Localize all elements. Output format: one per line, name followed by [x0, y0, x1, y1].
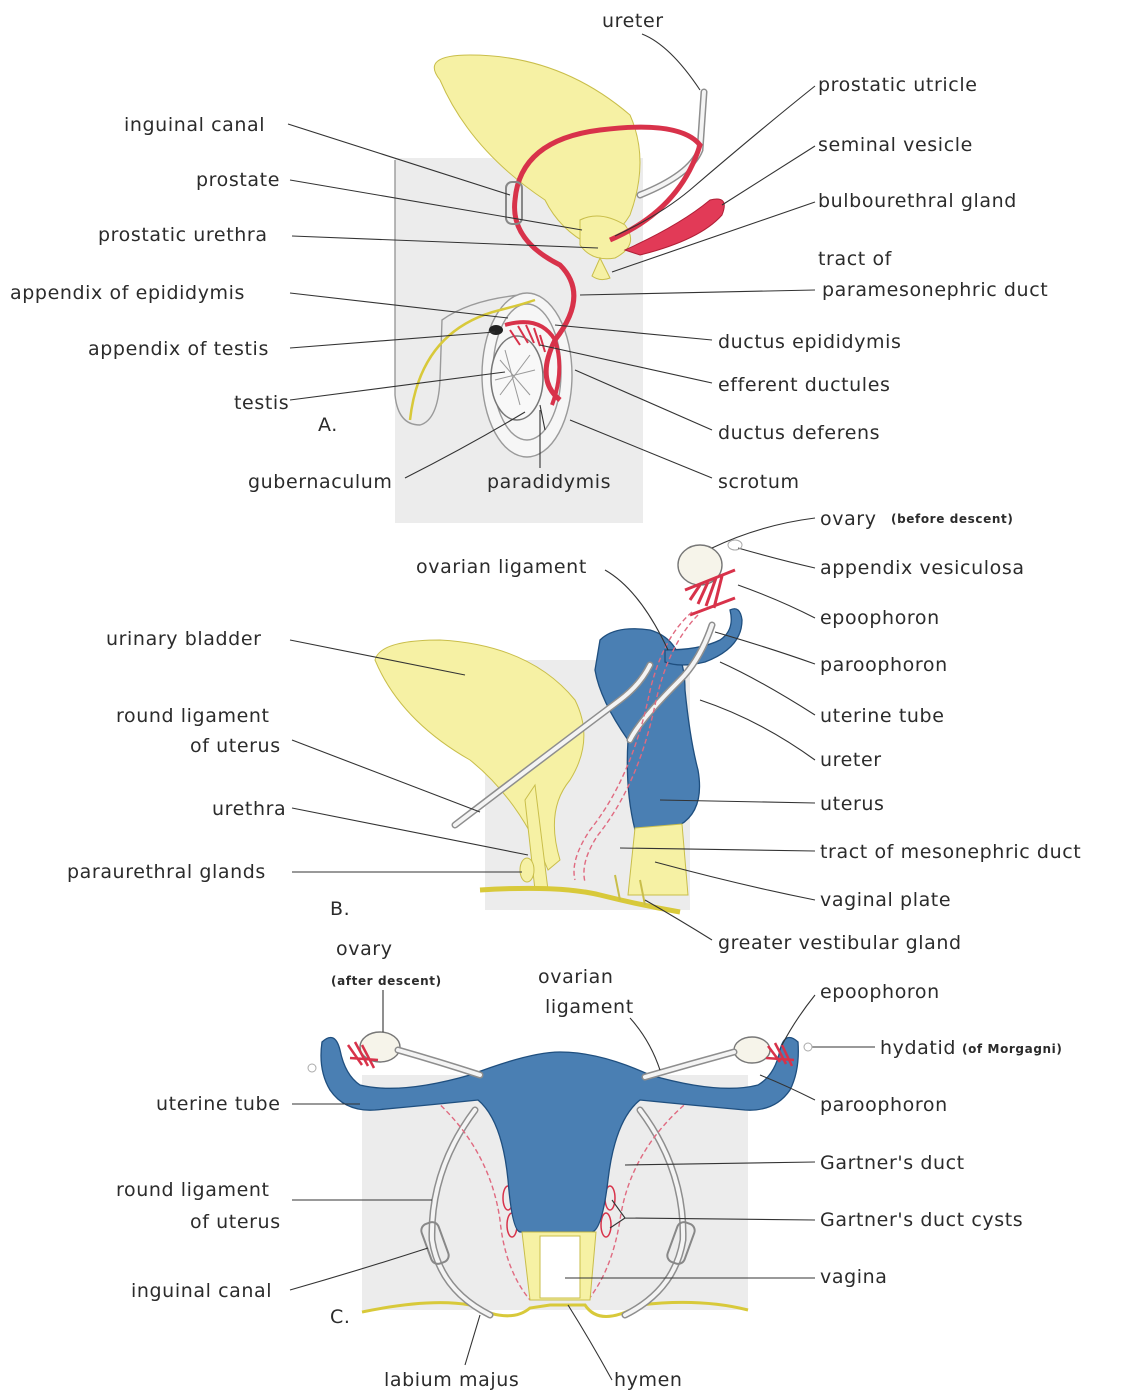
label-greater-vestibular-gland: greater vestibular gland: [718, 932, 962, 954]
label-urethra: urethra: [212, 798, 286, 820]
hydatid-left-shape: [308, 1064, 316, 1072]
label-inguinal-canal-c: inguinal canal: [131, 1280, 272, 1302]
label-paroophoron-c: paroophoron: [820, 1094, 948, 1116]
label-epoophoron-c: epoophoron: [820, 981, 940, 1003]
label-ductus-epididymis: ductus epididymis: [718, 331, 902, 353]
label-round-ligament-b-1: round ligament: [116, 705, 270, 727]
label-testis: testis: [234, 392, 289, 414]
label-urinary-bladder: urinary bladder: [106, 628, 262, 650]
label-appendix-epididymis: appendix of epididymis: [10, 282, 245, 304]
testis-shape: [491, 336, 543, 420]
ovary-c-left: [360, 1032, 400, 1062]
label-scrotum: scrotum: [718, 471, 800, 493]
ovary-c-right: [734, 1037, 770, 1063]
label-ureter-b: ureter: [820, 749, 882, 771]
leader-uterine-tube-b: [720, 662, 815, 715]
label-ovarian-ligament-b: ovarian ligament: [416, 556, 587, 578]
label-uterine-tube-b: uterine tube: [820, 705, 944, 727]
vagina-lumen: [540, 1236, 580, 1298]
label-efferent-ductules: efferent ductules: [718, 374, 890, 396]
label-appendix-vesiculosa: appendix vesiculosa: [820, 557, 1025, 579]
label-tract-mesonephric: tract of mesonephric duct: [820, 841, 1081, 863]
label-uterine-tube-c: uterine tube: [156, 1093, 280, 1115]
label-labium-majus: labium majus: [384, 1369, 519, 1391]
appendix-vesiculosa-shape: [728, 540, 742, 550]
label-hydatid: hydatid: [880, 1037, 956, 1059]
label-uterus: uterus: [820, 793, 885, 815]
label-paradidymis: paradidymis: [487, 471, 611, 493]
panel-c: [321, 1032, 798, 1317]
label-round-ligament-c-1: round ligament: [116, 1179, 270, 1201]
panel-b-letter: B.: [330, 898, 350, 920]
label-vagina: vagina: [820, 1266, 888, 1288]
leader-round-ligament-b: [292, 740, 480, 812]
vaginal-plate-shape: [628, 824, 688, 895]
label-paroophoron-b: paroophoron: [820, 654, 948, 676]
label-prostate: prostate: [196, 169, 280, 191]
label-prostatic-urethra: prostatic urethra: [98, 224, 268, 246]
panel-a-letter: A.: [318, 414, 338, 436]
label-round-ligament-c-2: of uterus: [190, 1211, 281, 1233]
appendix-testis-dot: [489, 325, 503, 335]
label-gartners-duct-cysts: Gartner's duct cysts: [820, 1209, 1023, 1231]
label-ovary-b-note: (before descent): [891, 512, 1013, 526]
leader-ovarian-ligament-c: [630, 1018, 660, 1070]
leader-appendix-vesiculosa: [738, 548, 815, 568]
label-hymen: hymen: [614, 1369, 683, 1391]
leader-ureter-b: [700, 700, 815, 760]
leader-ovary-b: [712, 518, 815, 548]
paraurethral-gland-shape: [520, 858, 534, 882]
leader-ureter-a: [642, 34, 700, 90]
label-epoophoron-b: epoophoron: [820, 607, 940, 629]
label-ovarian-ligament-c-2: ligament: [545, 996, 634, 1018]
panel-a: [395, 55, 724, 523]
label-appendix-testis: appendix of testis: [88, 338, 269, 360]
label-ovary-c: ovary: [336, 938, 393, 960]
label-ovary-b: ovary: [820, 508, 877, 530]
leader-epoophoron-b: [738, 585, 815, 618]
label-bulbourethral-gland: bulbourethral gland: [818, 190, 1017, 212]
label-vaginal-plate: vaginal plate: [820, 889, 951, 911]
leader-labium-majus: [465, 1315, 480, 1365]
label-tract-paramesonephric-2: paramesonephric duct: [822, 279, 1048, 301]
label-ovary-c-note: (after descent): [331, 974, 442, 988]
label-paraurethral-glands: paraurethral glands: [67, 861, 266, 883]
label-ovarian-ligament-c-1: ovarian: [538, 966, 614, 988]
label-gartners-duct: Gartner's duct: [820, 1152, 965, 1174]
label-seminal-vesicle: seminal vesicle: [818, 134, 973, 156]
hydatid-right-shape: [804, 1043, 812, 1051]
panel-b: [375, 545, 742, 912]
label-hydatid-note: (of Morgagni): [962, 1042, 1062, 1056]
leader-seminal-vesicle: [722, 146, 815, 205]
label-ductus-deferens: ductus deferens: [718, 422, 880, 444]
label-round-ligament-b-2: of uterus: [190, 735, 281, 757]
label-tract-paramesonephric-1: tract of: [818, 248, 893, 270]
label-inguinal-canal-a: inguinal canal: [124, 114, 265, 136]
panel-c-letter: C.: [330, 1306, 351, 1328]
label-gubernaculum: gubernaculum: [248, 471, 393, 493]
ovarian-ligament-c-left-lumen: [398, 1050, 480, 1075]
ureter-a-lumen: [640, 92, 704, 195]
label-ureter-a: ureter: [602, 10, 664, 32]
label-prostatic-utricle: prostatic utricle: [818, 74, 977, 96]
